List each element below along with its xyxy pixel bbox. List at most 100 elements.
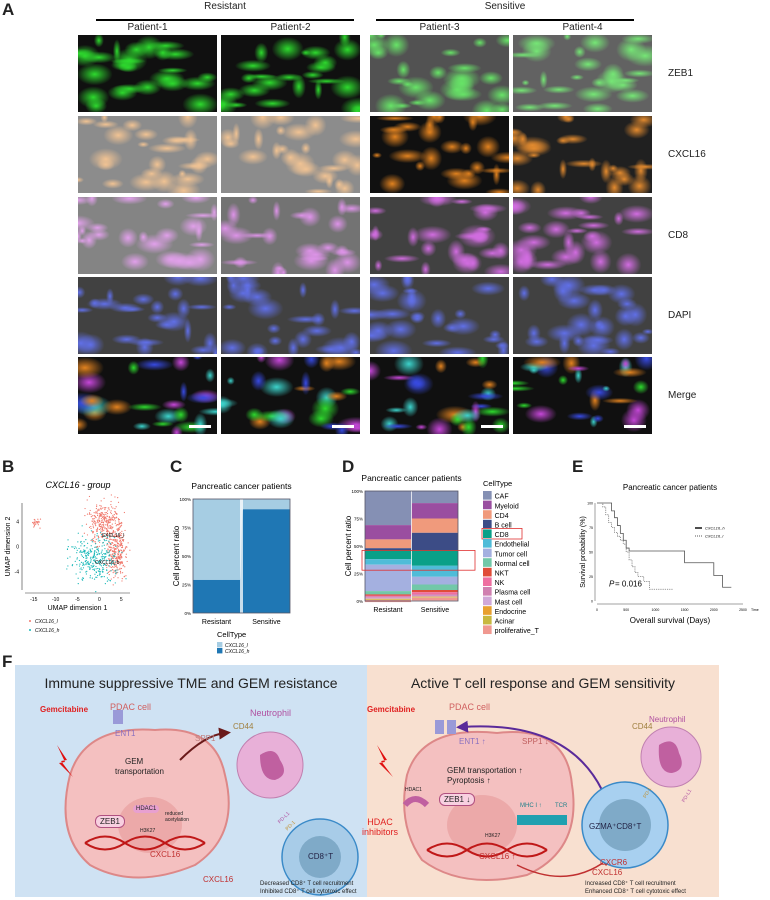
point-CXCL16_l [92, 525, 94, 527]
point-CXCL16_l [126, 560, 128, 563]
legend-label: Normal cell [495, 561, 530, 568]
point-CXCL16_h [83, 545, 85, 547]
point-CXCL16_l [121, 562, 124, 564]
point-CXCL16_h [80, 561, 83, 563]
point-CXCL16_l [35, 523, 37, 526]
bar-segment-b-cell [365, 548, 411, 551]
point-CXCL16_h [89, 548, 91, 550]
point-CXCL16_l [115, 539, 117, 541]
point-CXCL16_h [97, 562, 100, 564]
y-tick-label: 0 [591, 600, 593, 604]
point-CXCL16_l [101, 516, 104, 518]
point-CXCL16_h [76, 557, 78, 559]
point-CXCL16_h [101, 558, 103, 560]
point-CXCL16_l [107, 529, 109, 532]
point-CXCL16_l [113, 549, 115, 551]
point-CXCL16_h [99, 558, 102, 561]
point-CXCL16_l [117, 548, 120, 550]
x-tick-label: 500 [623, 608, 629, 612]
point-CXCL16_l [94, 515, 96, 517]
point-CXCL16_h [96, 574, 99, 577]
micrograph-cd8-patient-3 [370, 197, 509, 274]
point-CXCL16_l [116, 512, 118, 515]
point-CXCL16_h [67, 565, 69, 567]
point-CXCL16_h [69, 556, 71, 558]
legend-label: CD4 [495, 513, 509, 520]
point-CXCL16_l [113, 546, 115, 549]
bar-segment-nkt [412, 590, 458, 593]
micrograph-dapi-patient-4 [513, 277, 652, 354]
point-CXCL16_h [97, 549, 99, 551]
legend-label: Myeloid [495, 503, 519, 510]
point-CXCL16_l [106, 510, 109, 512]
point-CXCL16_h [108, 579, 110, 581]
point-CXCL16_l [124, 548, 126, 550]
point-CXCL16_l [112, 550, 114, 553]
point-CXCL16_h [85, 539, 87, 541]
point-CXCL16_h [67, 546, 69, 548]
point-CXCL16_h [102, 564, 105, 567]
bar-segment-endothelial [412, 565, 458, 577]
point-CXCL16_h [99, 573, 101, 575]
spp1-label: SPP1 [195, 734, 216, 743]
point-CXCL16_h [97, 538, 99, 540]
point-CXCL16_h [96, 576, 98, 578]
bullet-1: Decreased CD8⁺ T cell recruitment [260, 881, 354, 887]
point-CXCL16_h [85, 559, 87, 562]
point-CXCL16_h [93, 551, 96, 553]
y-tick-label: 100% [179, 497, 191, 502]
point-CXCL16_l [104, 528, 106, 530]
point-CXCL16_h [87, 563, 89, 565]
point-CXCL16_h [74, 560, 76, 562]
point-CXCL16_h [82, 567, 85, 569]
legend-swatch [483, 615, 492, 625]
micrograph-cxcl16-patient-1 [78, 116, 217, 193]
point-CXCL16_l [100, 527, 102, 529]
point-CXCL16_h [90, 530, 93, 532]
point-CXCL16_h [104, 582, 106, 585]
point-CXCL16_h [94, 549, 96, 552]
point-CXCL16_l [114, 510, 116, 513]
y-tick-label: 75% [354, 517, 363, 522]
patient-3-label: Patient-3 [419, 22, 460, 33]
point-CXCL16_l [104, 516, 107, 518]
point-CXCL16_h [106, 543, 108, 545]
scale-bar [332, 425, 354, 428]
point-CXCL16_h [109, 534, 111, 536]
point-CXCL16_l [34, 519, 36, 521]
point-CXCL16_l [108, 532, 111, 534]
x-tick-label: -15 [30, 597, 37, 603]
x-tick-label: -10 [52, 597, 59, 603]
point-CXCL16_l [106, 512, 109, 515]
point-CXCL16_h [95, 571, 98, 574]
point-CXCL16_h [97, 567, 99, 570]
point-CXCL16_l [107, 548, 109, 550]
point-CXCL16_l [39, 527, 41, 529]
point-CXCL16_l [116, 539, 118, 541]
point-CXCL16_l [114, 496, 116, 498]
point-CXCL16_l [106, 515, 108, 517]
point-CXCL16_h [85, 557, 87, 560]
bar-segment-tumor-cell [412, 576, 458, 585]
point-CXCL16_l [108, 520, 110, 522]
micrograph-merge-patient-4 [513, 357, 652, 434]
point-CXCL16_h [99, 571, 101, 573]
point-CXCL16_l [98, 519, 101, 521]
cxcr6-label: CXCR6 [600, 858, 628, 867]
point-CXCL16_l [90, 525, 92, 528]
cluster-label: CXCL16_h [95, 560, 120, 566]
point-CXCL16_h [105, 550, 108, 552]
point-CXCL16_l [113, 539, 115, 541]
point-CXCL16_h [83, 563, 85, 566]
point-CXCL16_h [97, 540, 99, 542]
point-CXCL16_h [95, 551, 98, 553]
point-CXCL16_l [33, 526, 35, 528]
point-CXCL16_h [113, 563, 115, 565]
point-CXCL16_l [104, 521, 106, 523]
row-label-merge: Merge [668, 390, 697, 401]
point-CXCL16_h [71, 564, 74, 566]
point-CXCL16_l [106, 518, 108, 520]
point-CXCL16_l [114, 522, 116, 524]
y-tick-label: 50 [589, 551, 593, 555]
point-CXCL16_h [99, 569, 101, 571]
